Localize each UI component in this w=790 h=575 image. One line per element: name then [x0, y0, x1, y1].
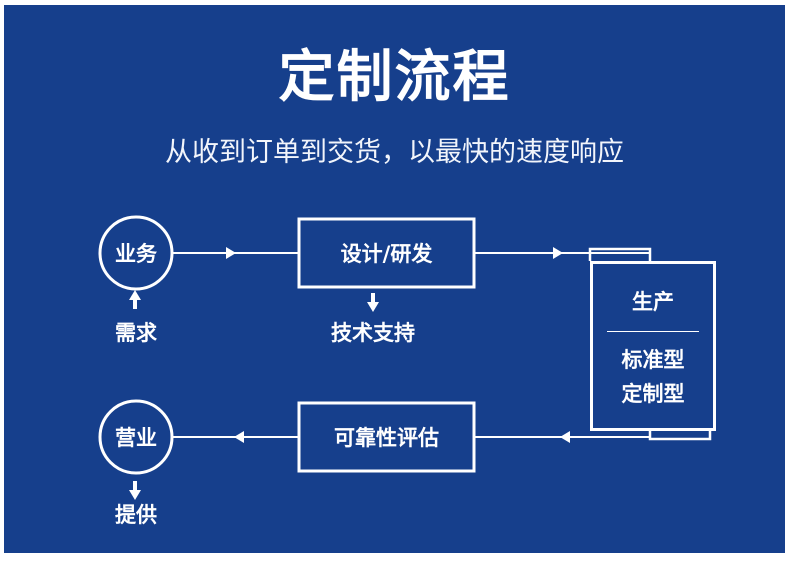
arrowhead-reliability-sales [234, 431, 244, 443]
page-title: 定制流程 [278, 45, 511, 110]
arrow-down-supply-stem [133, 481, 137, 491]
arrowhead-design-production [553, 247, 563, 259]
diagram-canvas: 定制流程 从收到订单到交货，以最快的速度响应 [4, 5, 785, 553]
page-subtitle: 从收到订单到交货，以最快的速度响应 [165, 137, 624, 168]
production-node: 生产 标准型 定制型 [590, 261, 716, 431]
tech-support-label: 技术支持 [331, 321, 415, 345]
production-item-custom: 定制型 [621, 382, 685, 406]
reliability-node-label: 可靠性评估 [334, 426, 439, 450]
business-node-label: 业务 [115, 242, 157, 266]
flow-connectors [98, 215, 712, 500]
production-title: 生产 [632, 290, 674, 314]
reliability-node-rect [297, 401, 476, 473]
design-node-label: 设计/研发 [340, 242, 433, 266]
arrow-down-supply-head [129, 490, 141, 500]
arrowhead-business-design [226, 247, 236, 259]
demand-label: 需求 [115, 321, 157, 345]
supply-label: 提供 [115, 503, 157, 527]
arrow-down-tech-stem [371, 293, 375, 303]
production-divider [607, 331, 699, 332]
arrowhead-production-reliability [560, 431, 570, 443]
arrow-down-tech-head [367, 302, 379, 312]
arrow-up-demand-head [129, 290, 141, 300]
production-item-standard: 标准型 [621, 348, 685, 372]
arrow-up-demand-stem [133, 299, 137, 309]
sales-node-label: 营业 [115, 426, 157, 450]
